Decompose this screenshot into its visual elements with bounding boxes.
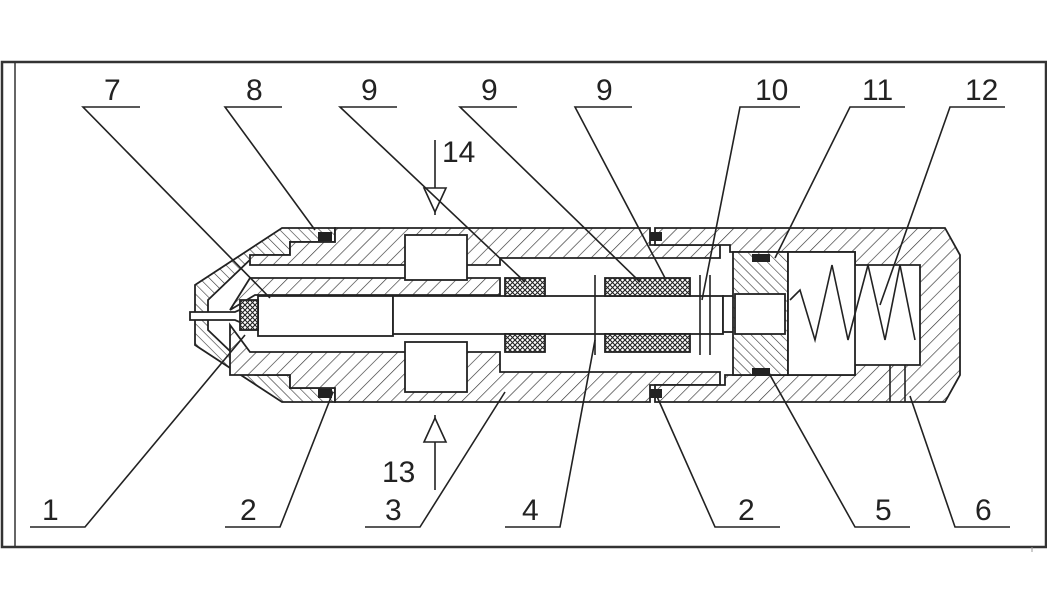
svg-text:6: 6	[975, 494, 992, 527]
callout-2: 2	[654, 391, 780, 528]
svg-text:10: 10	[755, 74, 788, 107]
svg-text:2: 2	[738, 494, 755, 527]
seal-packing	[504, 277, 546, 297]
callout-5: 5	[769, 374, 910, 528]
svg-text:1: 1	[42, 494, 59, 527]
svg-text:7: 7	[104, 74, 121, 107]
callout-1: 1	[30, 334, 246, 528]
callout-9: 9	[458, 74, 641, 283]
callout-10: 10	[701, 74, 800, 301]
callout-12: 12	[879, 74, 1005, 306]
svg-text:9: 9	[481, 74, 498, 107]
outlet-arrow	[422, 140, 448, 215]
outlet-port	[404, 234, 468, 281]
callout-9: 9	[573, 74, 666, 279]
label-inlet: 13	[382, 456, 415, 489]
callout-7: 7	[81, 74, 271, 299]
callout-6: 6	[909, 395, 1010, 528]
seal-nose	[239, 299, 259, 331]
svg-text:9: 9	[596, 74, 613, 107]
plunger	[392, 295, 724, 335]
callout-2: 2	[225, 391, 334, 528]
spring	[789, 264, 916, 344]
piston-rod	[257, 295, 394, 337]
callout-4: 4	[505, 339, 596, 528]
o-ring	[752, 254, 770, 262]
callout-9: 9	[337, 74, 526, 283]
o-ring	[318, 389, 332, 398]
label-outlet: 14	[442, 136, 475, 169]
svg-text:8: 8	[246, 74, 263, 107]
o-ring	[650, 232, 662, 241]
seal-packing	[604, 277, 691, 297]
svg-text:5: 5	[875, 494, 892, 527]
svg-text:11: 11	[862, 74, 893, 107]
svg-text:4: 4	[522, 494, 539, 527]
svg-text:9: 9	[361, 74, 378, 107]
housing-upper	[249, 227, 721, 266]
seal-packing	[504, 333, 546, 353]
callout-3: 3	[365, 391, 506, 528]
inlet-port	[404, 341, 468, 393]
svg-text:12: 12	[965, 74, 998, 107]
o-ring	[318, 232, 332, 241]
inlet-arrow	[422, 415, 448, 490]
callout-11: 11	[774, 74, 905, 259]
callout-8: 8	[223, 74, 316, 231]
drawing-frame	[0, 60, 1047, 549]
svg-text:3: 3	[385, 494, 402, 527]
seal-packing	[604, 333, 691, 353]
svg-text:2: 2	[240, 494, 257, 527]
o-ring	[752, 368, 770, 376]
